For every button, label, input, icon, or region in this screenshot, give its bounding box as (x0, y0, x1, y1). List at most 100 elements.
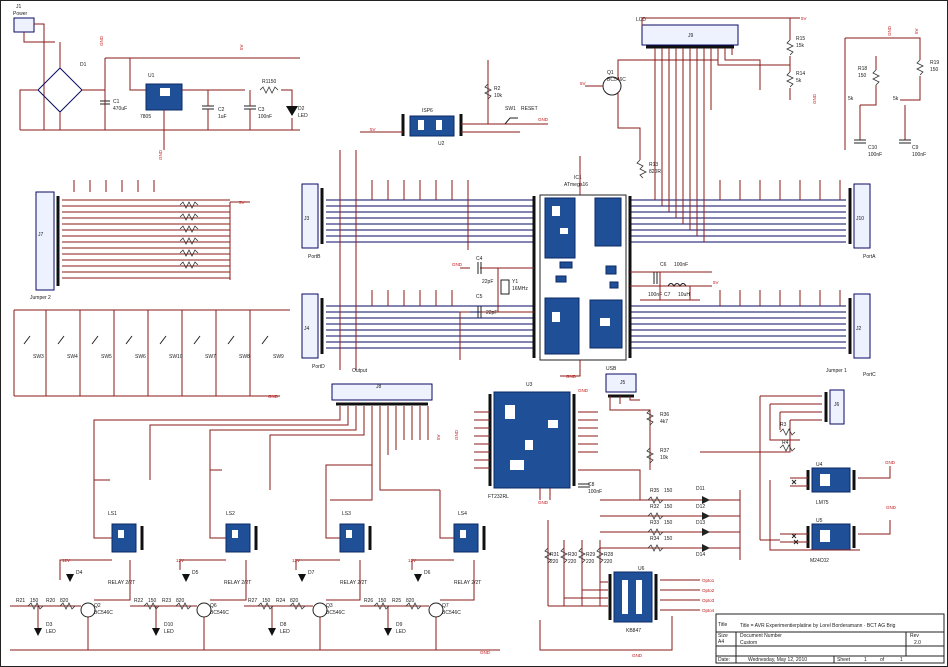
c8-ref: C8 (588, 482, 595, 488)
status-led-rval: 150 (664, 488, 673, 494)
i2c-section: J6 Jumper 1 R3 R4 U4 LM75 U5 M24C02 GND … (700, 368, 897, 564)
c4-value: 22pF (482, 279, 493, 285)
relay-led: D8 (280, 622, 287, 628)
r31-value: 220 (550, 559, 559, 565)
relay-diode: D5 (192, 570, 199, 576)
switch-label: SW5 (101, 354, 112, 360)
jumper1-ref: J6 (834, 402, 840, 408)
relay-ra: R22 (134, 598, 143, 604)
svg-text:GND: GND (452, 262, 463, 267)
c7-ref: C7 (664, 292, 671, 298)
ftdi-value: FT232RL (488, 494, 509, 500)
relay-label: RELAY 2/2T (340, 580, 367, 586)
svg-text:GND: GND (538, 500, 549, 505)
c1-value: 470uF (113, 106, 127, 112)
isp-value: ISP6 (422, 108, 433, 114)
svg-text:5V: 5V (713, 280, 719, 285)
r28-value: 220 (604, 559, 613, 565)
svg-text:Opto2: Opto2 (702, 588, 715, 593)
isp-section: ISP6 U2 R2 10k SW1 RESET GND 5V (360, 60, 549, 147)
r29-ref: R29 (586, 552, 595, 558)
c7-value: 100nF (648, 292, 662, 298)
r13-ref: R13 (649, 162, 658, 168)
xtal-value: 16MHz (512, 286, 528, 292)
c2-value: 1uF (218, 114, 227, 120)
lcd-connector-ref: J9 (688, 33, 694, 39)
relay-2: LS2 RELAY 2/2T D5 12V Q6 BC546C R22 150 … (130, 470, 258, 650)
svg-text:GND: GND (480, 650, 491, 655)
lcd-connector (641, 24, 739, 46)
of-value: 1 (900, 657, 903, 663)
title-label: Title (718, 622, 727, 628)
rev-label: Rev (910, 633, 919, 639)
relay-rb-val: 820 (176, 598, 185, 604)
r28-ref: R28 (604, 552, 613, 558)
jumper1-label: Jumper 1 (826, 368, 847, 374)
relay-rb: R25 (392, 598, 401, 604)
svg-text:12V: 12V (176, 558, 184, 563)
switch-label: SW4 (67, 354, 78, 360)
svg-text:GND: GND (268, 394, 279, 399)
sheet-label: Sheet (837, 657, 851, 663)
relay-ra: R21 (16, 598, 25, 604)
usb-connector (605, 373, 637, 393)
jumper2-label: Jumper 2 (30, 295, 51, 301)
svg-text:GND: GND (578, 388, 589, 393)
r15-value: 15k (796, 43, 805, 49)
r3-ref: R3 (780, 422, 787, 428)
status-led-r: R33 (650, 520, 659, 526)
crystal (500, 279, 510, 295)
r14-value: 5k (796, 78, 802, 84)
relay-diode: D4 (76, 570, 83, 576)
svg-text:GND: GND (812, 93, 817, 104)
l1-value: 10uH (678, 292, 690, 298)
j4-ref: J4 (304, 326, 310, 332)
port-connectors: J3 PortB J4 PortD J10 PortA J2 PortC (301, 115, 876, 378)
svg-text:12V: 12V (292, 558, 300, 563)
relay-led: D9 (396, 622, 403, 628)
of-label: of (880, 657, 885, 663)
r19-value: 150 (930, 67, 939, 73)
relay-q: Q2 (94, 603, 101, 609)
c9-value: 100nF (912, 152, 926, 158)
c10-value: 100nF (868, 152, 882, 158)
relay-led: D3 (46, 622, 53, 628)
j10-ref: J10 (856, 216, 864, 222)
relay-led-val: LED (280, 629, 290, 635)
svg-text:5V: 5V (239, 200, 245, 205)
svg-text:12V: 12V (408, 558, 416, 563)
c5-value: 22pF (486, 310, 497, 316)
xtal-ref: Y1 (512, 279, 518, 285)
title-text: Title = AVR Experimentierplatine by Lore… (740, 623, 896, 629)
opto-ref: U6 (638, 566, 645, 572)
switch-label: SW10 (169, 354, 183, 360)
relay-rb: R23 (162, 598, 171, 604)
isp-ref: U2 (438, 141, 445, 147)
r30-ref: R30 (568, 552, 577, 558)
r31-ref: R31 (550, 552, 559, 558)
relay-ra-val: 150 (378, 598, 387, 604)
svg-text:GND: GND (566, 374, 577, 379)
r36-value: 4k7 (660, 419, 668, 425)
c2-ref: C2 (218, 107, 225, 113)
j4-label: PortD (312, 364, 325, 370)
title-block: Title Title = AVR Experimentierplatine b… (715, 613, 945, 664)
output-ref: J8 (376, 384, 382, 390)
svg-text:GND: GND (454, 429, 459, 440)
status-led-d: D13 (696, 520, 705, 526)
c3-value: 100nF (258, 114, 272, 120)
relay-q: Q6 (210, 603, 217, 609)
svg-text:5V: 5V (370, 127, 376, 132)
relay-qtype: BC546C (94, 610, 113, 616)
relay-label: RELAY 2/2T (454, 580, 481, 586)
r18-value: 150 (858, 73, 867, 79)
relay-rb: R24 (276, 598, 285, 604)
rev-value: 2.0 (914, 640, 921, 646)
relay-diode: D7 (308, 570, 315, 576)
relay-ra-val: 150 (30, 598, 39, 604)
switch-label: SW9 (273, 354, 284, 360)
relay-ref: LS2 (226, 511, 235, 517)
j3-ref: J3 (304, 216, 310, 222)
relay-ref: LS1 (108, 511, 117, 517)
